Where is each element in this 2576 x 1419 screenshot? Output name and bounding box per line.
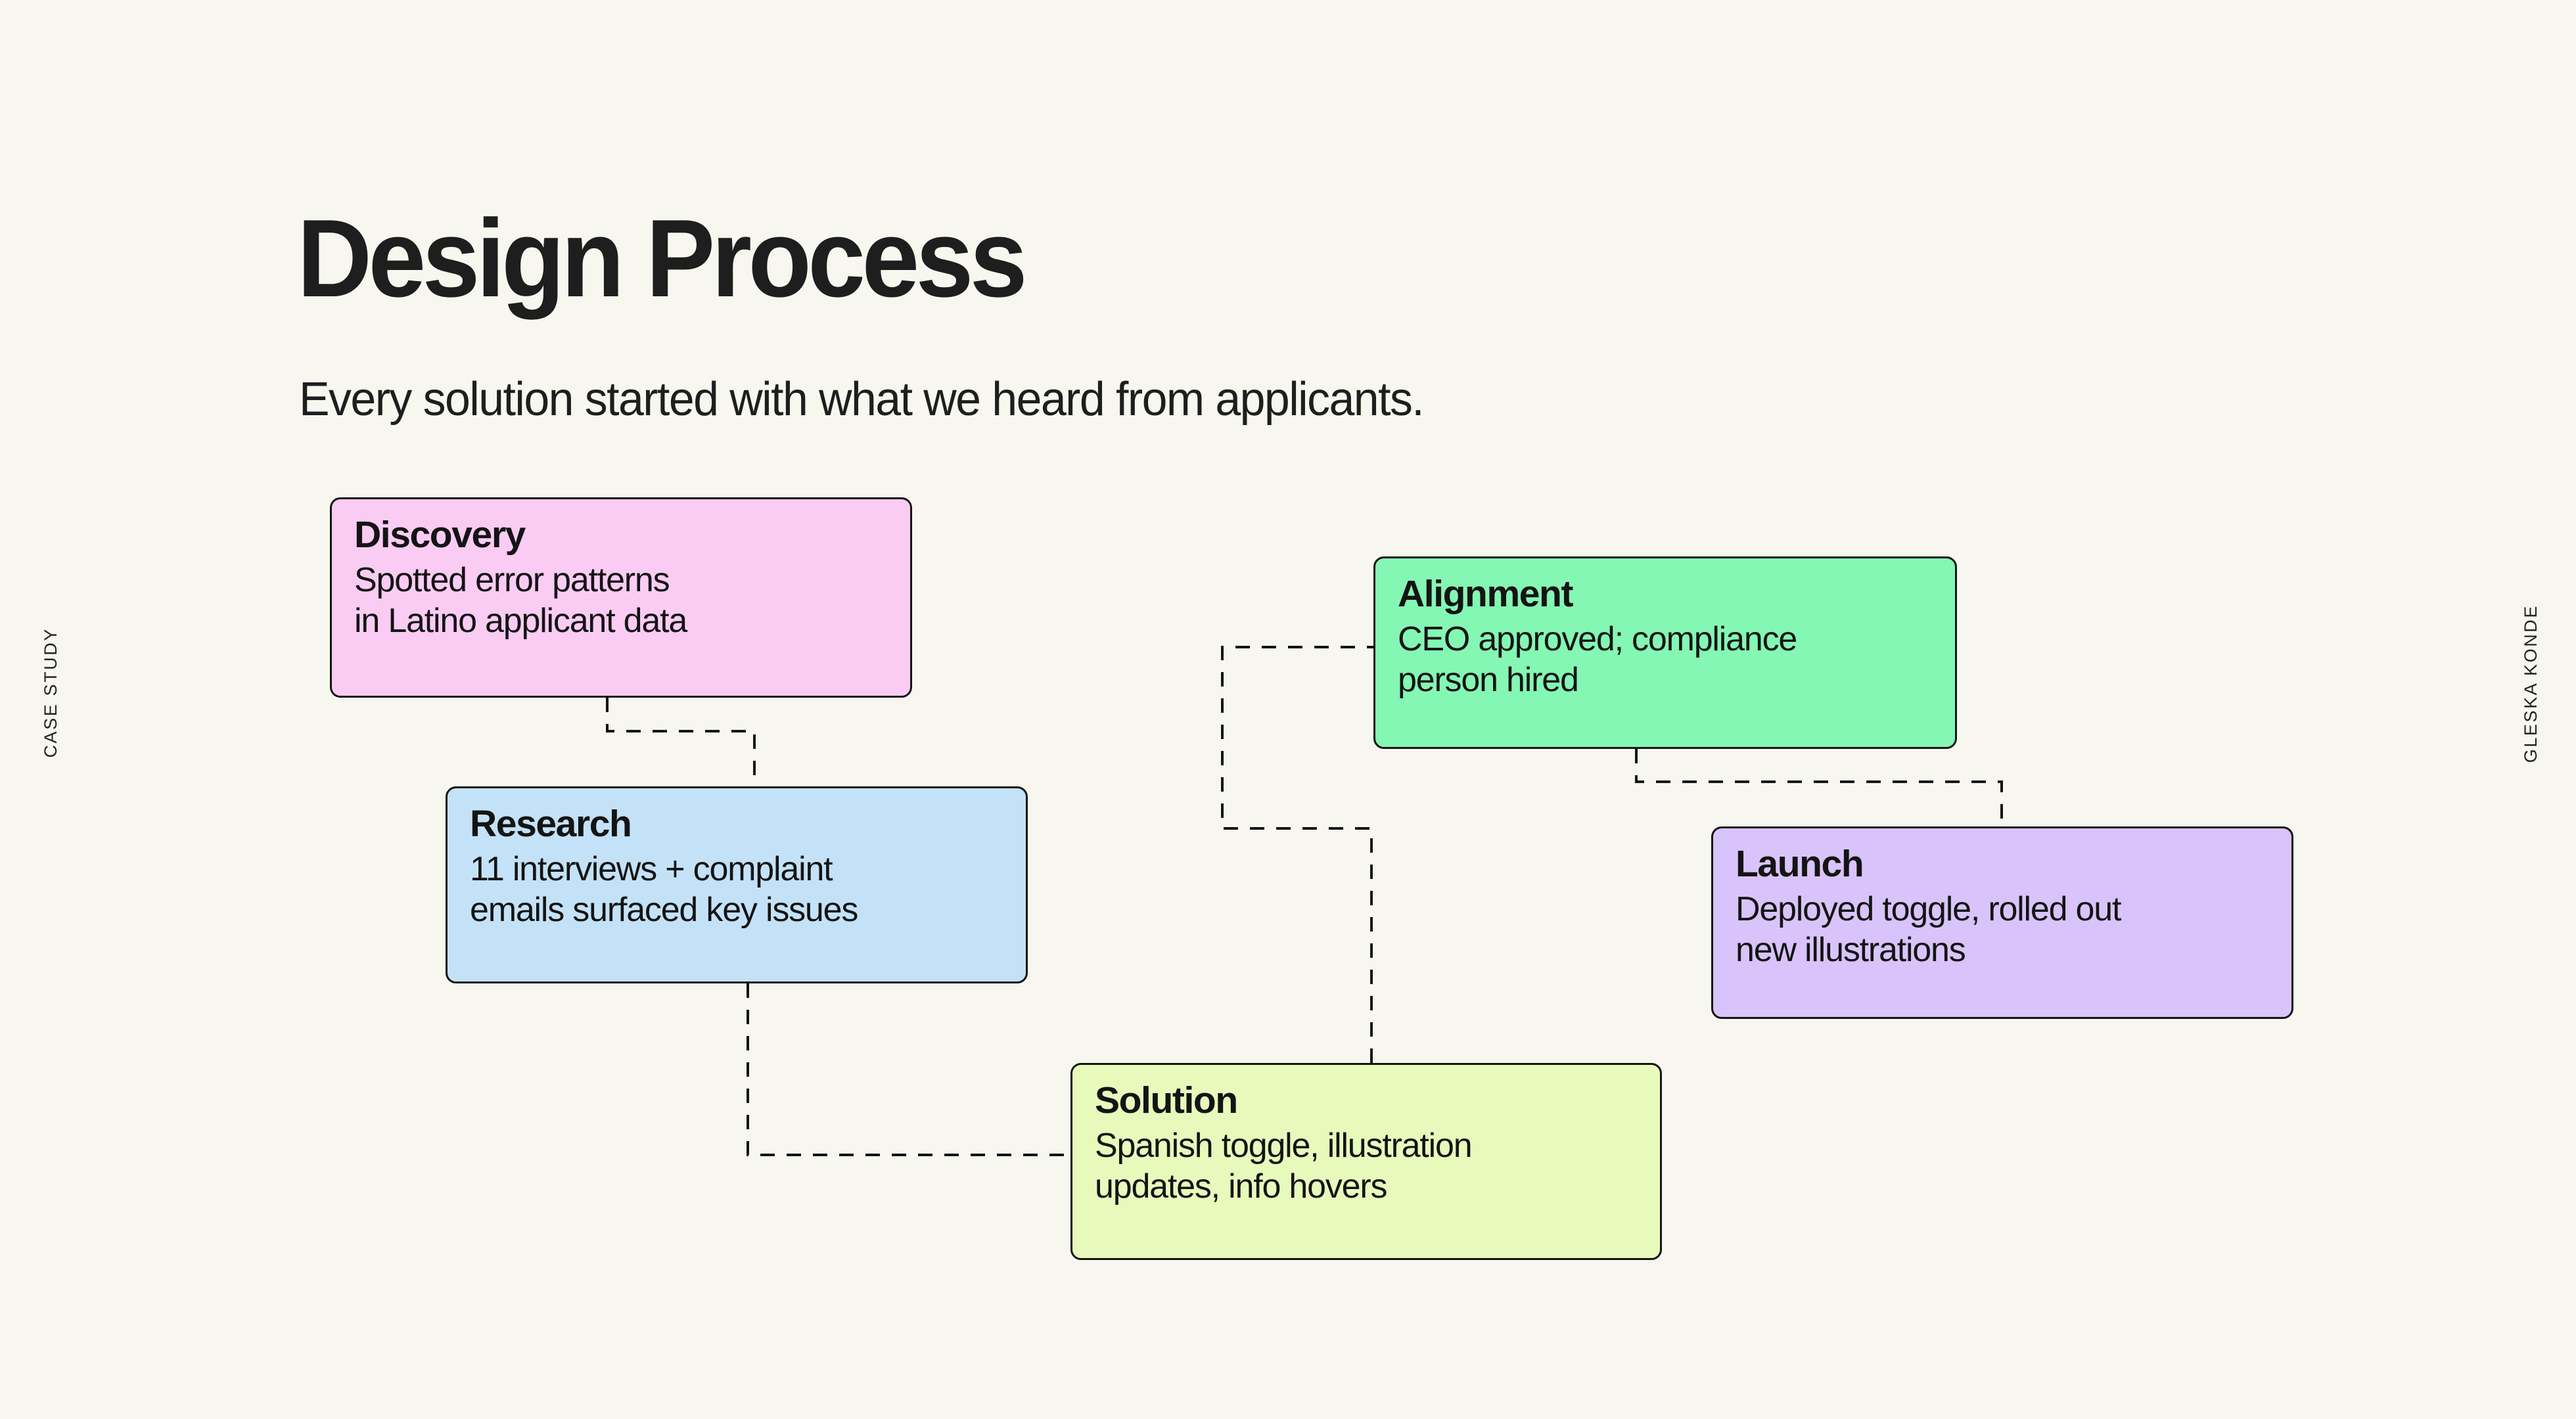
page-subtitle: Every solution started with what we hear… xyxy=(299,373,1425,426)
card-title-research: Research xyxy=(470,803,632,845)
card-description-solution: Spanish toggle, illustration updates, in… xyxy=(1095,1126,1473,1206)
card-title-launch: Launch xyxy=(1736,843,1864,885)
card-description-launch: Deployed toggle, rolled out new illustra… xyxy=(1736,890,2121,970)
card-description-research: 11 interviews + complaint emails surface… xyxy=(470,849,858,930)
card-description-alignment: CEO approved; compliance person hired xyxy=(1398,619,1797,700)
connector-discovery-to-research xyxy=(606,698,756,786)
card-title-alignment: Alignment xyxy=(1398,573,1573,615)
connector-research-to-solution xyxy=(747,983,1070,1156)
card-title-discovery: Discovery xyxy=(354,514,526,556)
edge-label-brand: GLESKA KONDE xyxy=(2521,604,2541,763)
connector-solution-to-alignment xyxy=(1221,646,1373,1063)
card-title-solution: Solution xyxy=(1095,1079,1238,1121)
page-title: Design Process xyxy=(297,196,1028,320)
connector-alignment-to-launch xyxy=(1635,749,2003,826)
edge-label-case-study: CASE STUDY xyxy=(41,627,60,758)
card-description-discovery: Spotted error patterns in Latino applica… xyxy=(354,560,687,641)
